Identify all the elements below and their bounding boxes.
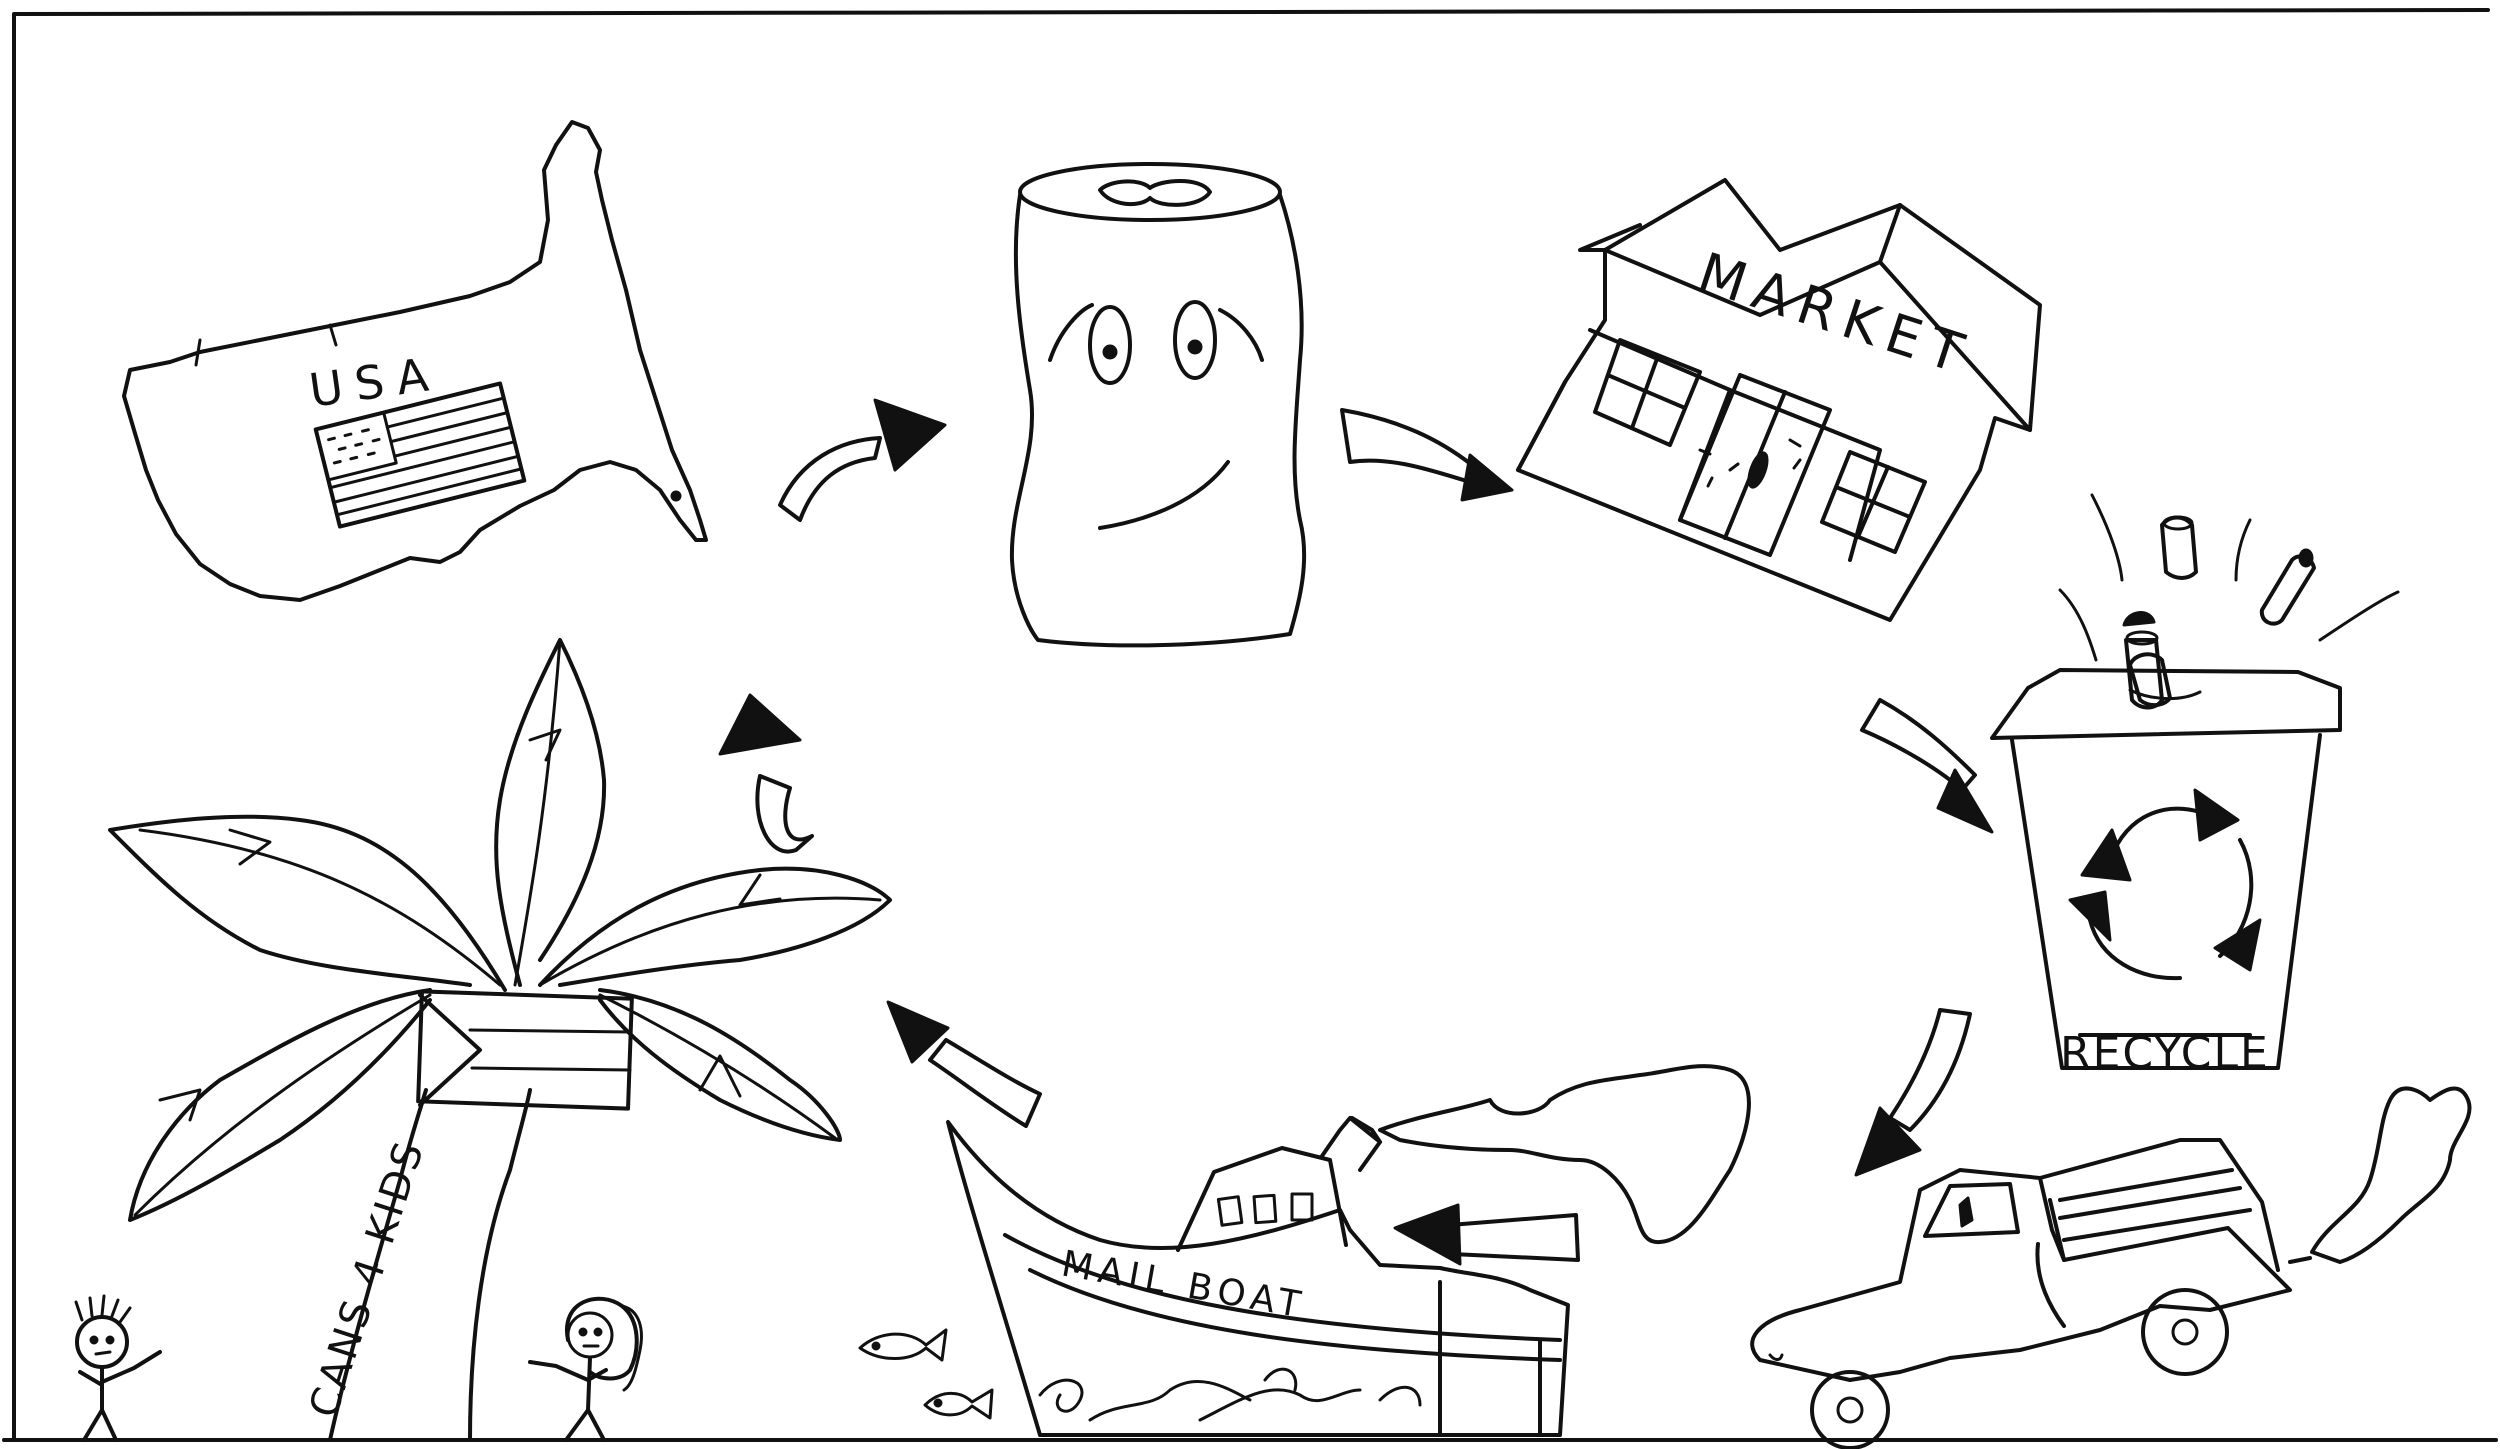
market-building: MARKET [1516, 178, 2042, 622]
boat-smoke [1378, 1064, 1751, 1245]
boy-stick-figure [74, 1294, 162, 1442]
frame [2, 8, 2498, 1442]
arrow-island-to-usa [718, 693, 814, 854]
arrow-can-to-market [1340, 408, 1514, 502]
palm-tree [108, 638, 892, 1442]
recycle-label: RECYCLE [2060, 1028, 2270, 1079]
mail-boat-label: MAIL BOAT [1058, 1243, 1309, 1326]
cans-4-kids-label: CANS 4 KIDS [301, 1134, 434, 1423]
fish-icons [858, 1328, 994, 1420]
recycle-bin: RECYCLE [1990, 668, 2342, 1079]
us-flag-icon [313, 381, 527, 529]
market-label: MARKET [1691, 240, 1980, 388]
arrow-boat-to-island [886, 1000, 1042, 1128]
girl-stick-figure [528, 1296, 643, 1442]
exhaust-smoke [2310, 1086, 2472, 1264]
recycle-symbol-icon [2068, 788, 2262, 981]
soda-can-character [1009, 162, 1307, 648]
flag-on-tree-icon [416, 989, 634, 1111]
arrow-usa-to-can [778, 398, 947, 522]
usa-label: USA [306, 346, 443, 418]
can-into-bin [2122, 611, 2164, 710]
arrow-recycle-to-truck [1854, 1008, 1972, 1177]
usa-map: USA [122, 120, 708, 602]
pickup-truck [1750, 1138, 2312, 1449]
flying-cans [2058, 493, 2400, 707]
arrow-market-to-recycle [1860, 698, 1994, 834]
arrow-truck-to-boat [1393, 1203, 1580, 1266]
mail-boat: MAIL BOAT [946, 1116, 1570, 1437]
